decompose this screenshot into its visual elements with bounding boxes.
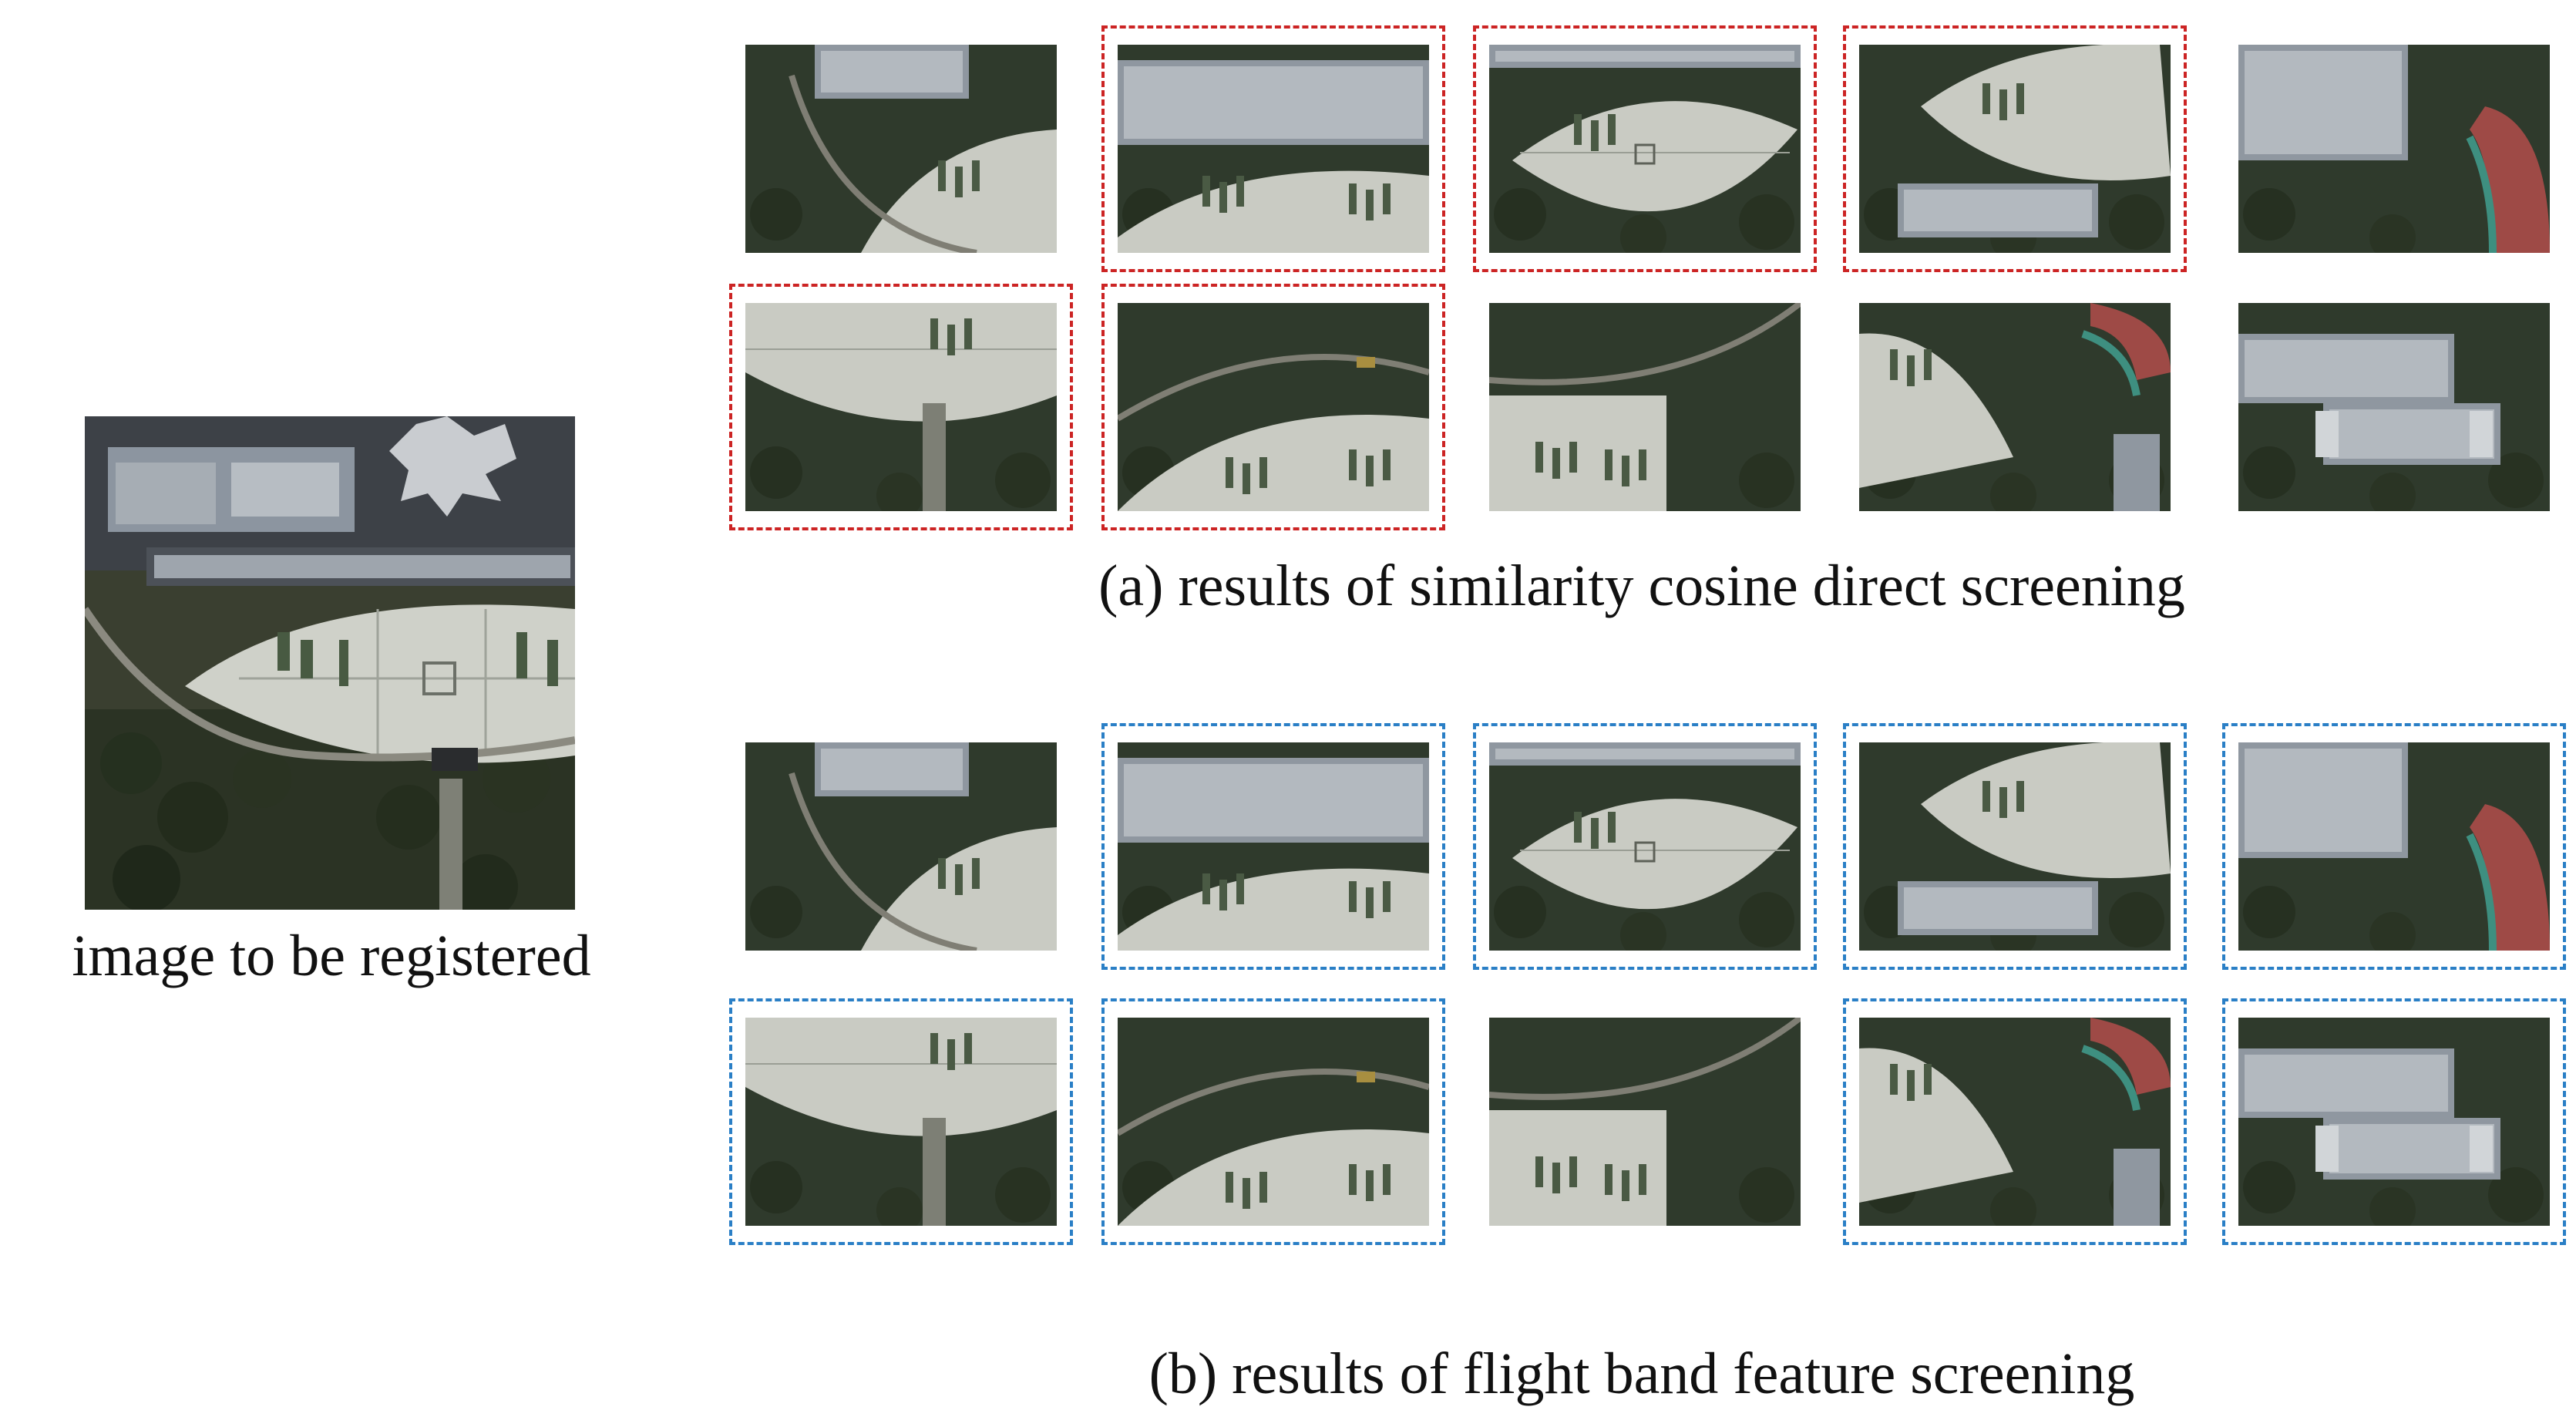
panel-b-result-tile-r2-c3: [1489, 1018, 1801, 1226]
panel-b-result-tile-r1-c5: [2238, 742, 2550, 951]
panel-b-result-tile-r1-c2: [1118, 742, 1429, 951]
panel-a-selection-frame-r1-c2: [1101, 25, 1445, 272]
panel-a-result-tile-r1-c5: [2238, 45, 2550, 253]
panel-a-result-tile-r1-c4: [1859, 45, 2171, 253]
panel-a-result-tile-r2-c5: [2238, 303, 2550, 511]
panel-a-result-tile-r1-c2: [1118, 45, 1429, 253]
panel-b-result-tile-r1-c1: [745, 742, 1057, 951]
panel-b-selection-frame-r1-c2: [1101, 723, 1445, 970]
panel-a-selection-frame-r2-c1: [729, 284, 1073, 530]
panel-b-selection-frame-r1-c5: [2222, 723, 2566, 970]
panel-b-result-tile-r1-c4: [1859, 742, 2171, 951]
panel-b-result-tile-r1-c3: [1489, 742, 1801, 951]
panel-a-result-tile-r1-c3: [1489, 45, 1801, 253]
reference-caption: image to be registered: [72, 924, 591, 988]
panel-a-selection-frame-r1-c3: [1473, 25, 1817, 272]
panel-b-result-tile-r2-c2: [1118, 1018, 1429, 1226]
panel-b-result-tile-r2-c4: [1859, 1018, 2171, 1226]
panel-a-result-tile-r2-c4: [1859, 303, 2171, 511]
panel-a-selection-frame-r2-c2: [1101, 284, 1445, 530]
panel-b-selection-frame-r2-c4: [1843, 998, 2187, 1245]
panel-a-result-tile-r2-c1: [745, 303, 1057, 511]
panel-b-selection-frame-r2-c2: [1101, 998, 1445, 1245]
reference-panel: image to be registered: [0, 0, 663, 1427]
reference-satellite-image: [85, 416, 575, 910]
panel-b-selection-frame-r1-c4: [1843, 723, 2187, 970]
panel-b-selection-frame-r1-c3: [1473, 723, 1817, 970]
panel-b-selection-frame-r2-c1: [729, 998, 1073, 1245]
panel-b-result-tile-r2-c5: [2238, 1018, 2550, 1226]
panel-a-result-tile-r1-c1: [745, 45, 1057, 253]
reference-satellite-drawing: [85, 416, 575, 910]
panel-b-selection-frame-r2-c5: [2222, 998, 2566, 1245]
panel-b-result-tile-r2-c1: [745, 1018, 1057, 1226]
panel-a-caption: (a) results of similarity cosine direct …: [1098, 554, 2185, 618]
panel-b-caption: (b) results of flight band feature scree…: [1148, 1341, 2135, 1406]
panel-a-result-tile-r2-c2: [1118, 303, 1429, 511]
panel-a-result-tile-r2-c3: [1489, 303, 1801, 511]
panel-a-selection-frame-r1-c4: [1843, 25, 2187, 272]
